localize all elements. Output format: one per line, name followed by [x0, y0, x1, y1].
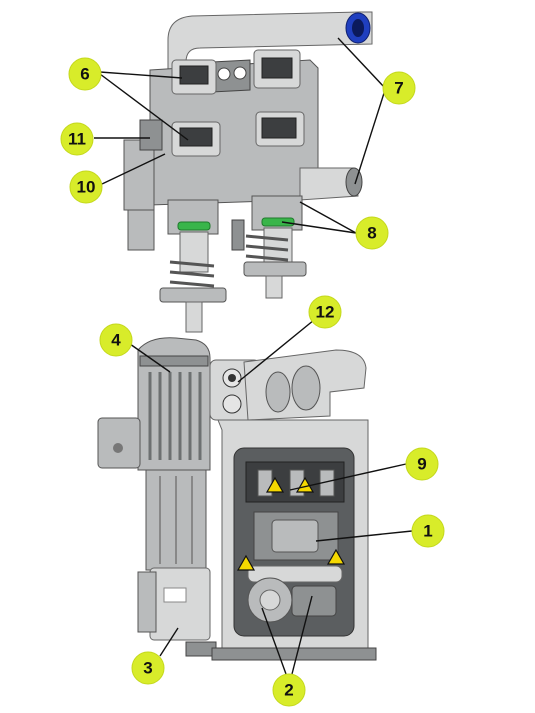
leader-lines	[94, 37, 413, 675]
callout-4-label: 4	[111, 331, 121, 350]
pump-unit	[97, 337, 377, 661]
leader-9	[289, 463, 407, 491]
leader-6b	[99, 73, 189, 141]
callout-8: 8	[355, 216, 389, 250]
leader-8a	[299, 201, 357, 234]
leader-1	[315, 530, 413, 542]
callout-10: 10	[69, 170, 103, 204]
callout-1: 1	[411, 514, 445, 548]
callout-6-label: 6	[80, 65, 89, 84]
callout-7: 7	[382, 71, 416, 105]
callout-2-label: 2	[284, 681, 293, 700]
leader-3	[159, 627, 179, 657]
seal-ring-left	[177, 221, 211, 231]
leader-7a	[337, 37, 386, 89]
warning-triangle-icon	[236, 554, 256, 571]
leader-6a	[99, 71, 183, 79]
pump-head-cutaway	[123, 11, 373, 333]
callout-11-label: 11	[68, 130, 86, 149]
leader-8b	[281, 221, 357, 234]
callout-10-label: 10	[77, 178, 96, 197]
warning-triangle-icon	[265, 476, 285, 493]
callout-7-label: 7	[394, 79, 403, 98]
callout-8-label: 8	[367, 224, 376, 243]
callout-3-label: 3	[143, 659, 152, 678]
callout-9-label: 9	[417, 455, 426, 474]
callout-4: 4	[99, 323, 133, 357]
callout-12: 12	[308, 295, 342, 329]
seal-ring-right	[261, 217, 295, 227]
callout-6: 6	[68, 57, 102, 91]
callout-12-label: 12	[316, 303, 335, 322]
callout-11: 11	[60, 122, 94, 156]
leader-2a	[261, 607, 287, 675]
callout-2: 2	[272, 673, 306, 707]
leader-2b	[291, 595, 313, 675]
leader-12	[237, 319, 315, 383]
leader-10	[101, 153, 166, 185]
leader-4	[129, 343, 171, 373]
callout-1-label: 1	[423, 522, 432, 541]
leader-7b	[354, 89, 386, 185]
callout-3: 3	[131, 651, 165, 685]
callout-9: 9	[405, 447, 439, 481]
warning-triangle-icon	[326, 548, 346, 565]
warning-triangle-icon	[295, 476, 315, 493]
